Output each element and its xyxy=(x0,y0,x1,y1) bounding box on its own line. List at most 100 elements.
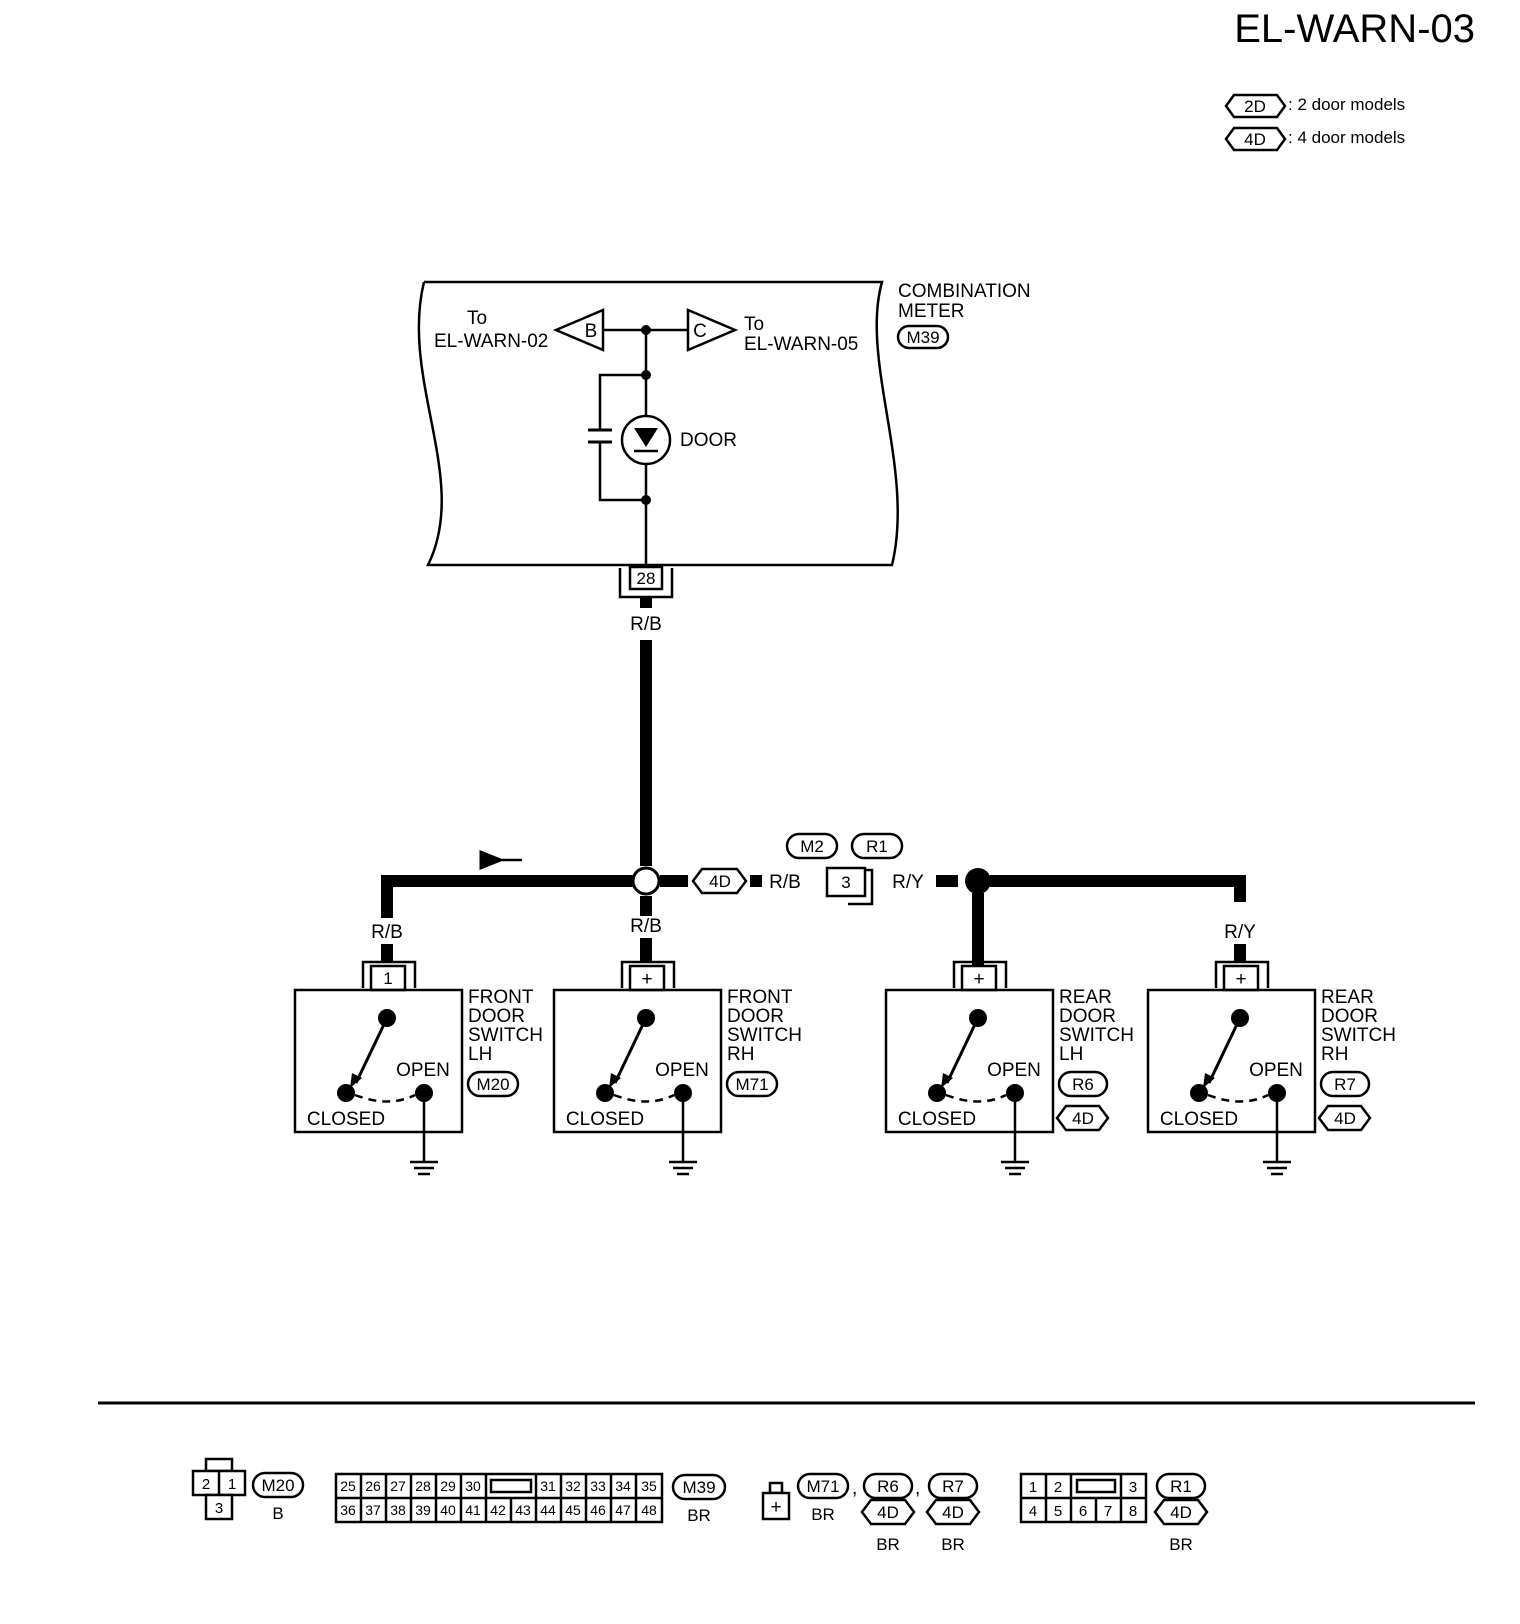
switch-body xyxy=(552,988,723,1134)
ground-icon xyxy=(669,1160,697,1176)
switch-closed-label: CLOSED xyxy=(566,1109,644,1130)
legend-item-4d: 4D : 4 door models xyxy=(1224,126,1405,152)
switch-terminal: + xyxy=(1235,969,1246,990)
splice-filled xyxy=(965,868,991,894)
meter-outline xyxy=(417,280,899,567)
pin-label: 37 xyxy=(365,1502,381,1518)
legend-badge: 4D xyxy=(1244,130,1266,149)
switch-name-line3: SWITCH xyxy=(468,1025,543,1046)
switch-name-line1: FRONT xyxy=(727,987,793,1008)
wire-color-rear-rh: R/Y xyxy=(1224,922,1256,943)
joint-connector-2: R1 xyxy=(866,837,888,856)
left-ref-letter: B xyxy=(585,321,598,342)
connector-code: M20 xyxy=(261,1476,294,1495)
wire-color-front-lh: R/B xyxy=(371,922,403,943)
joint-connector-1: M2 xyxy=(800,837,824,856)
switch-name-line2: DOOR xyxy=(1321,1006,1378,1027)
pin-label: 25 xyxy=(340,1478,356,1494)
pin-label: 1 xyxy=(228,1476,236,1493)
legend-badge: 2D xyxy=(1244,97,1266,116)
pin-label: 34 xyxy=(615,1478,631,1494)
pin-label: + xyxy=(770,1497,781,1518)
pin-label: 30 xyxy=(465,1478,481,1494)
legend: 2D : 2 door models 4D : 4 door models xyxy=(1224,93,1405,152)
switch-name-line2: DOOR xyxy=(727,1006,784,1027)
switch-model-badge: 4D xyxy=(1334,1109,1356,1128)
connector-model: 4D xyxy=(877,1503,899,1522)
rear-door-switch-rh: + OPEN CLOSED REAR DOOR SWITCH RH R7 4D xyxy=(1146,960,1396,1176)
connector-color: BR xyxy=(876,1535,900,1554)
main-harness: R/B 4D R/B M2 R1 3 R/Y R/B R/B R/Y xyxy=(371,597,1256,968)
switch-open-label: OPEN xyxy=(396,1060,450,1081)
pin-label: 38 xyxy=(390,1502,406,1518)
connector-code: R6 xyxy=(877,1477,899,1496)
joint-model-badge: 4D xyxy=(709,872,731,891)
connector-color: BR xyxy=(941,1535,965,1554)
legend-text: : 4 door models xyxy=(1288,128,1405,147)
connector-view-m39: 25 26 27 28 29 30 31 32 33 34 35 36 37 3… xyxy=(334,1472,727,1525)
pin-label: 8 xyxy=(1129,1503,1137,1520)
connector-color: BR xyxy=(1169,1535,1193,1554)
pin-label: 7 xyxy=(1104,1503,1112,1520)
pin-label: 45 xyxy=(565,1502,581,1518)
right-ref-target: EL-WARN-05 xyxy=(744,334,858,355)
legend-item-2d: 2D : 2 door models xyxy=(1224,93,1405,119)
pin-label: 31 xyxy=(540,1478,556,1494)
switch-name-line3: SWITCH xyxy=(1059,1025,1134,1046)
pin-label: 32 xyxy=(565,1478,581,1494)
connector-code: M39 xyxy=(682,1478,715,1497)
wire-color-front-rh: R/B xyxy=(630,916,662,937)
connector-code: R7 xyxy=(942,1477,964,1496)
pin-label: 42 xyxy=(490,1502,506,1518)
right-ref-letter: C xyxy=(693,321,707,342)
pin-label: 43 xyxy=(515,1502,531,1518)
front-door-switch-rh: + OPEN CLOSED FRONT DOOR SWITCH RH M71 xyxy=(552,960,802,1176)
switch-body xyxy=(1146,988,1317,1134)
joint-terminal: 3 xyxy=(841,873,850,892)
switch-body xyxy=(884,988,1055,1134)
switch-name-line1: REAR xyxy=(1321,987,1374,1008)
switch-closed-label: CLOSED xyxy=(307,1109,385,1130)
switch-name-line1: REAR xyxy=(1059,987,1112,1008)
door-lamp-label: DOOR xyxy=(680,430,737,451)
pin-label: 28 xyxy=(415,1478,431,1494)
connector-view-r1: 1 2 3 4 5 6 7 8 R1 4D BR xyxy=(1019,1472,1209,1554)
switch-name-line2: DOOR xyxy=(1059,1006,1116,1027)
pin-label: 41 xyxy=(465,1502,481,1518)
meter-terminal: 28 xyxy=(637,569,656,588)
switch-open-label: OPEN xyxy=(655,1060,709,1081)
connector-color: BR xyxy=(811,1505,835,1524)
left-ref-to: To xyxy=(467,308,487,329)
switch-connector-badge: R7 xyxy=(1334,1075,1356,1094)
pin-label: 5 xyxy=(1054,1503,1062,1520)
ground-icon xyxy=(410,1160,438,1176)
switch-name-line2: DOOR xyxy=(468,1006,525,1027)
pin-label: 33 xyxy=(590,1478,606,1494)
switch-terminal: 1 xyxy=(383,969,392,988)
switch-name-line4: RH xyxy=(1321,1044,1348,1065)
wire-color-joint-out: R/Y xyxy=(892,872,924,893)
connector-code: R1 xyxy=(1170,1477,1192,1496)
connector-view-m20: 2 1 3 M20 B xyxy=(191,1457,305,1523)
pin-label: 46 xyxy=(590,1502,606,1518)
switch-open-label: OPEN xyxy=(1249,1060,1303,1081)
wire-color-main: R/B xyxy=(630,614,662,635)
wire-color-joint-in: R/B xyxy=(769,872,801,893)
switch-model-badge: 4D xyxy=(1072,1109,1094,1128)
switch-closed-label: CLOSED xyxy=(898,1109,976,1130)
ground-icon xyxy=(1263,1160,1291,1176)
connector-separator: , xyxy=(852,1478,857,1499)
switch-connector-badge: M20 xyxy=(476,1075,509,1094)
pin-label: 29 xyxy=(440,1478,456,1494)
switch-connector-badge: M71 xyxy=(735,1075,768,1094)
splice-open xyxy=(631,866,661,896)
pin-label: 1 xyxy=(1029,1479,1037,1496)
front-door-switch-lh: 1 OPEN CLOSED FRONT DOOR SWITCH LH M20 xyxy=(293,960,543,1176)
meter-name-line2: METER xyxy=(898,301,965,322)
pin-label: 44 xyxy=(540,1502,556,1518)
switch-closed-label: CLOSED xyxy=(1160,1109,1238,1130)
pin-label: 36 xyxy=(340,1502,356,1518)
connector-separator: , xyxy=(915,1478,920,1499)
connector-model: 4D xyxy=(942,1503,964,1522)
